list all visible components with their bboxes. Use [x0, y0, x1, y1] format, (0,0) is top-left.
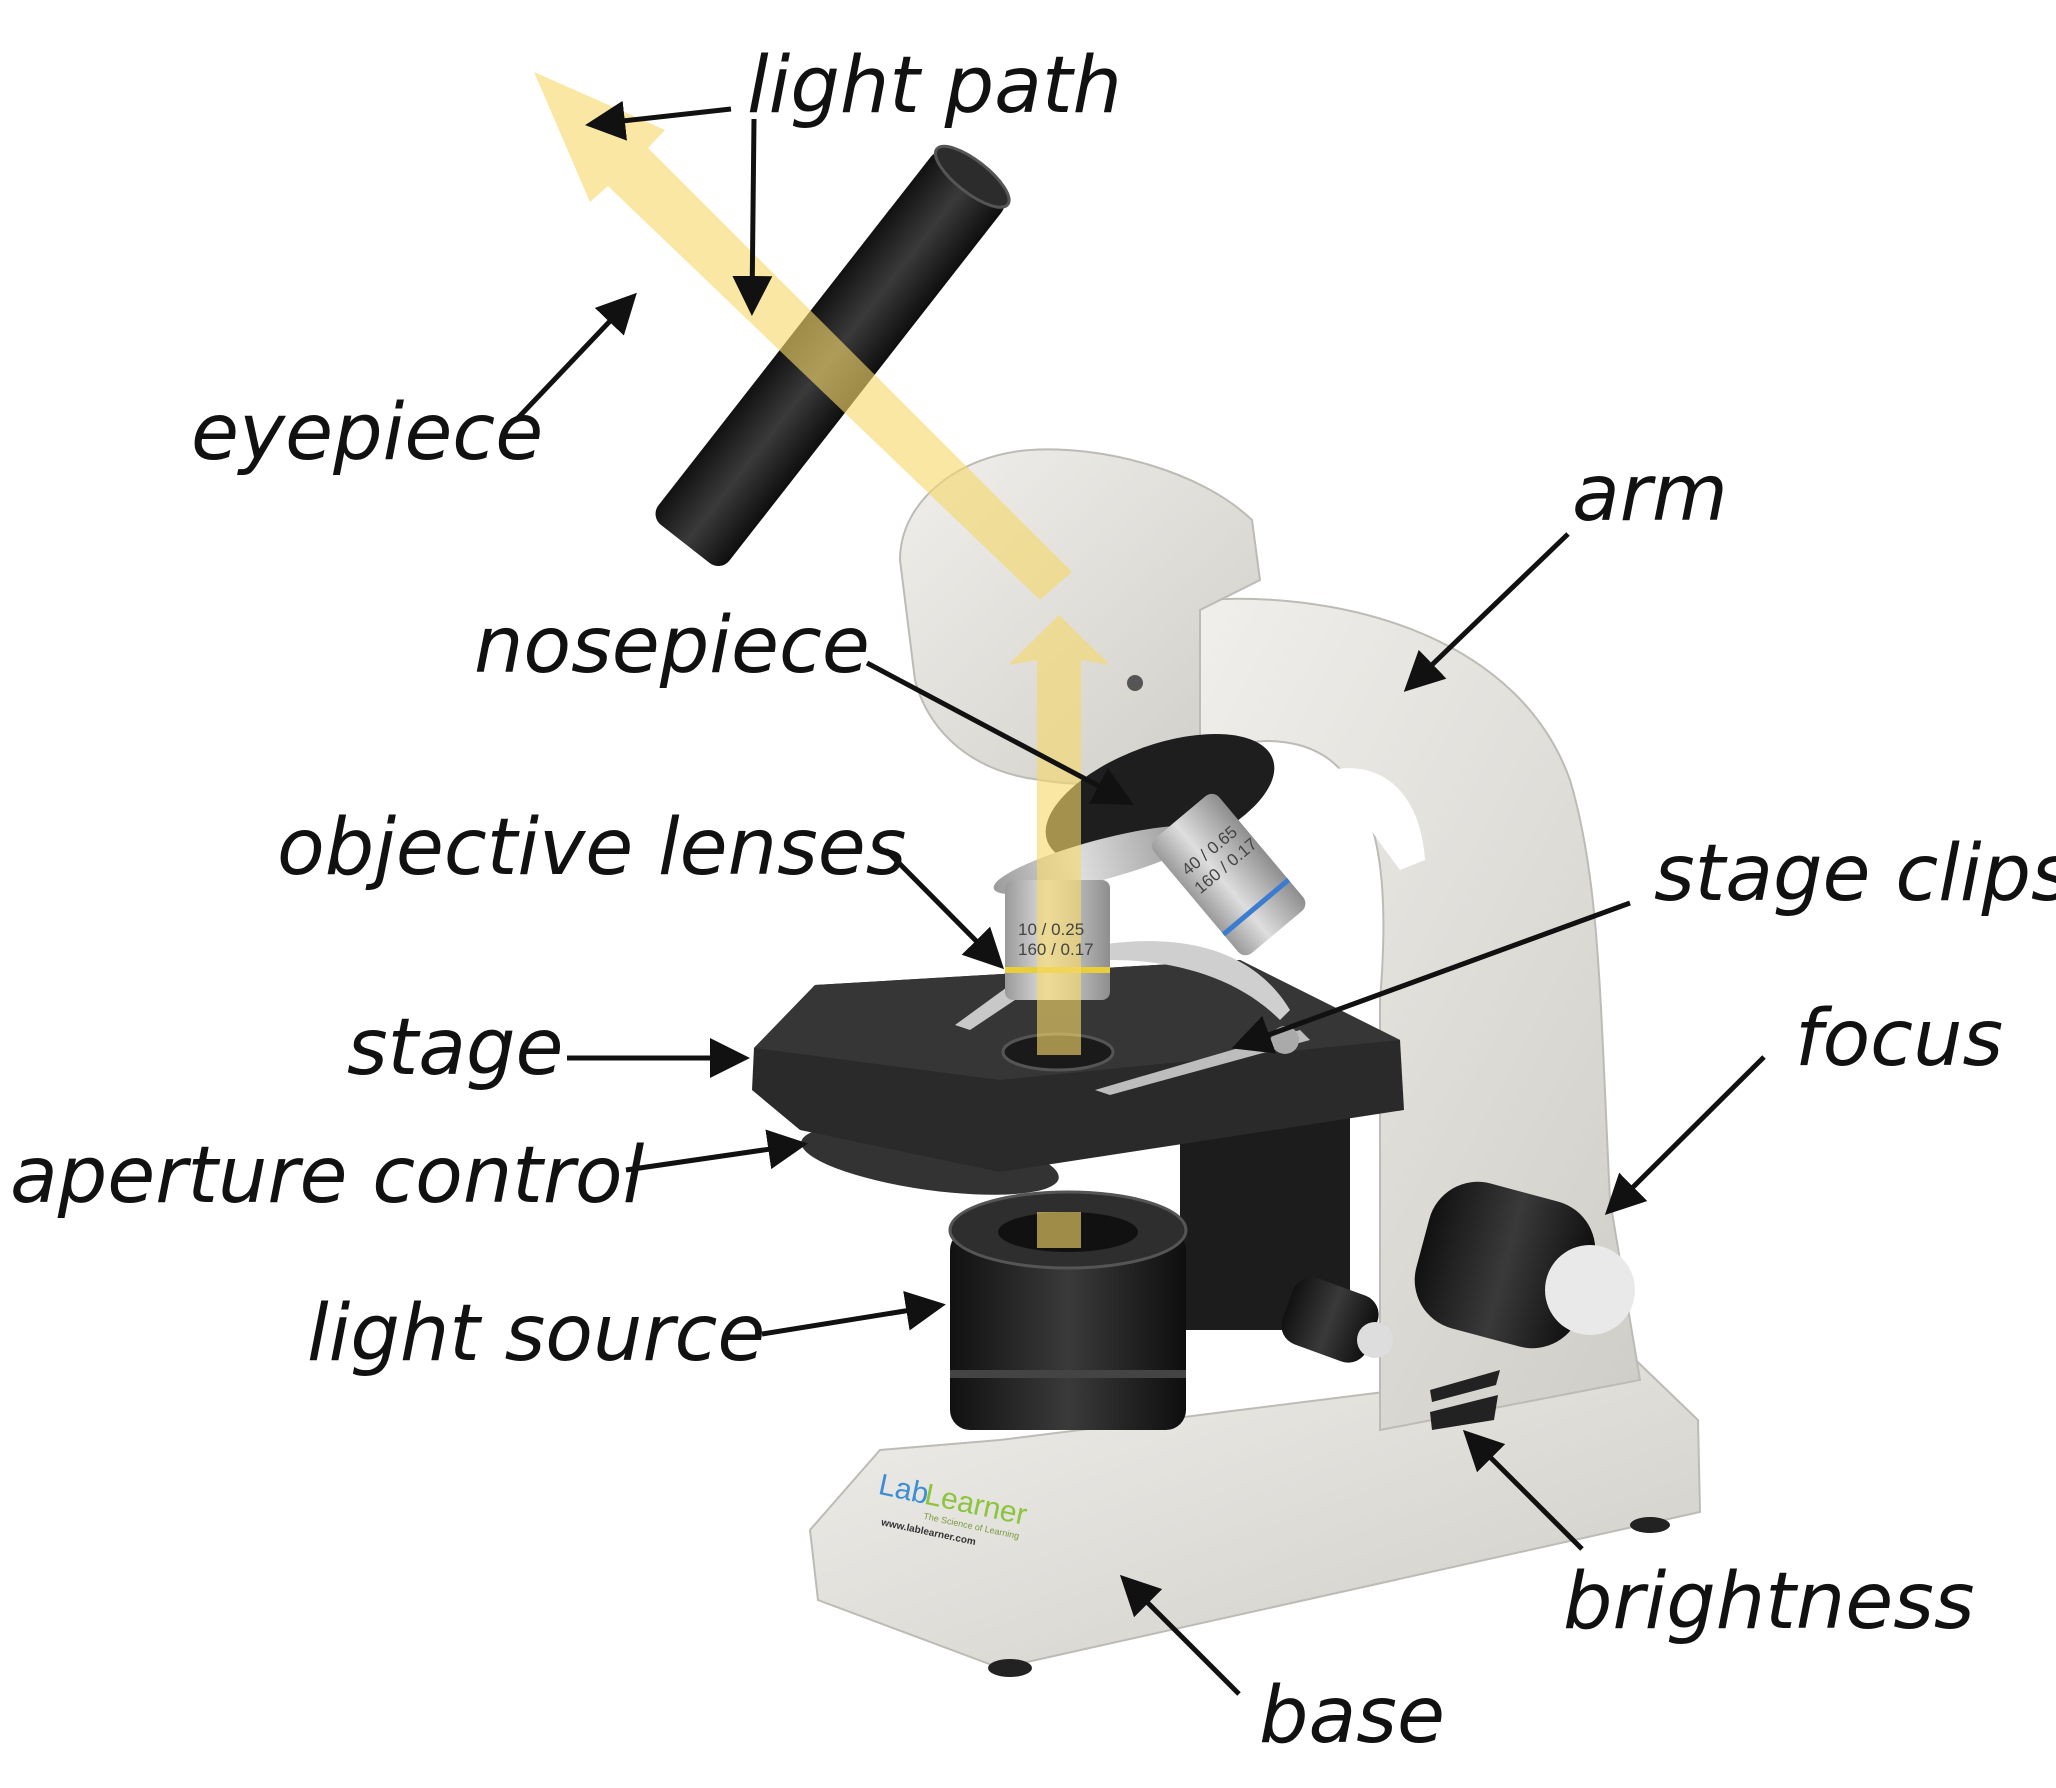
arrow-aperture-control: [625, 1129, 808, 1173]
arrow-eyepiece: [515, 292, 637, 421]
label-stage-clips: stage clips: [1654, 829, 2056, 919]
objective-40x: 40 / 0.65 160 / 0.17: [1152, 793, 1306, 956]
label-focus: focus: [1795, 994, 2003, 1084]
brightness-dial: [1430, 1370, 1500, 1430]
arrow-stage-clips: [1231, 900, 1631, 1054]
objective-10x-label-2: 160 / 0.17: [1018, 940, 1094, 959]
arm-handle-opening: [1330, 768, 1425, 870]
label-nosepiece: nosepiece: [474, 601, 870, 691]
arrow-light-path-1: [585, 100, 732, 141]
label-arrows: [515, 100, 1766, 1696]
label-arm: arm: [1572, 449, 1728, 539]
arrow-brightness: [1462, 1429, 1584, 1551]
label-objective-lenses: objective lenses: [277, 803, 906, 893]
labels: light path eyepiece arm nosepiece object…: [10, 41, 2056, 1761]
label-brightness: brightness: [1563, 1557, 1974, 1647]
arrow-focus: [1604, 1055, 1766, 1216]
objective-10x-label-1: 10 / 0.25: [1018, 920, 1084, 939]
objective-10x-markings: 10 / 0.25 160 / 0.17: [1018, 920, 1094, 959]
label-light-path: light path: [747, 41, 1122, 131]
light-source: [948, 1190, 1188, 1430]
label-eyepiece: eyepiece: [191, 388, 543, 478]
objective-40x-ring: [1221, 877, 1291, 937]
arrow-objective-lenses: [884, 848, 1005, 970]
arrow-light-source: [761, 1291, 946, 1337]
arrow-base: [1119, 1574, 1241, 1696]
label-base: base: [1259, 1671, 1445, 1761]
arrow-arm: [1403, 532, 1570, 692]
focus-knob: [1414, 1181, 1635, 1349]
fine-focus-knob: [1281, 1277, 1393, 1363]
label-light-source: light source: [307, 1289, 765, 1379]
microscope-base: [808, 1343, 1702, 1677]
arrow-nosepiece: [865, 660, 1134, 805]
label-aperture-control: aperture control: [10, 1131, 645, 1221]
head-screw: [1127, 675, 1143, 691]
label-stage: stage: [347, 1003, 564, 1093]
light-path-overlay: [534, 72, 1110, 1248]
arrow-light-path-2: [732, 118, 773, 316]
